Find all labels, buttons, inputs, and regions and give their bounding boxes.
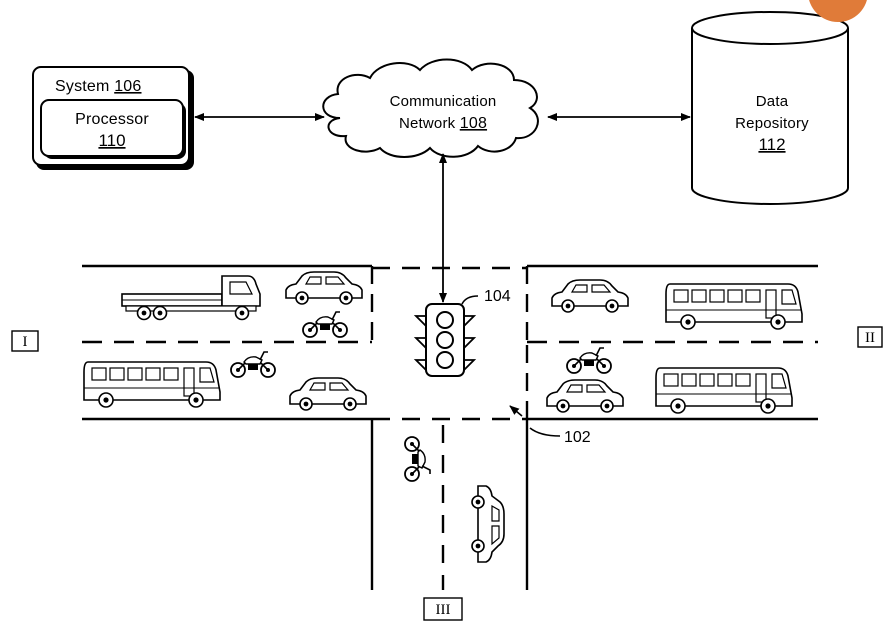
network-cloud: Communication Network 108	[322, 58, 539, 158]
processor-ref: 110	[98, 131, 125, 150]
bus-icon	[83, 361, 221, 408]
corner-badge	[809, 0, 867, 22]
car-icon	[551, 279, 629, 313]
motorcycle-icon	[566, 347, 612, 374]
car-icon	[289, 377, 367, 411]
system-label: System 106	[55, 78, 142, 95]
processor-label: Processor	[75, 111, 149, 128]
traffic-light: 104	[413, 288, 511, 377]
intersection-callout: 102	[509, 405, 591, 446]
svg-text:I: I	[23, 334, 28, 350]
network-label-line2: Network 108	[399, 115, 487, 132]
motorcycle-icon	[230, 351, 276, 378]
repository-ref: 112	[758, 135, 785, 154]
intersection-ref: 102	[564, 429, 591, 446]
motorcycle-icon	[302, 311, 348, 338]
system-box: System 106 Processor 110	[32, 66, 194, 170]
traffic-light-ref: 104	[484, 288, 511, 305]
zone-label-right: II	[857, 326, 883, 348]
bus-icon	[665, 283, 803, 330]
bus-icon	[655, 367, 793, 414]
repository-label-line2: Repository	[735, 115, 809, 132]
repository-label-line1: Data	[756, 93, 789, 110]
car-icon	[546, 379, 624, 413]
connectors	[194, 113, 691, 303]
network-ref: 108	[460, 115, 487, 132]
system-ref: 106	[114, 78, 141, 95]
svg-text:II: II	[865, 330, 875, 346]
car-icon	[285, 271, 363, 305]
road-markings	[82, 264, 818, 590]
network-label-line1: Communication	[390, 93, 497, 110]
zone-label-bottom: III	[423, 597, 463, 621]
svg-text:III: III	[436, 602, 451, 618]
truck-icon	[121, 275, 261, 321]
motorcycle-icon	[404, 436, 431, 482]
zone-label-left: I	[11, 330, 39, 352]
data-repository-cylinder: Data Repository 112	[691, 11, 849, 205]
car-icon	[471, 485, 505, 563]
processor-box	[40, 99, 184, 157]
